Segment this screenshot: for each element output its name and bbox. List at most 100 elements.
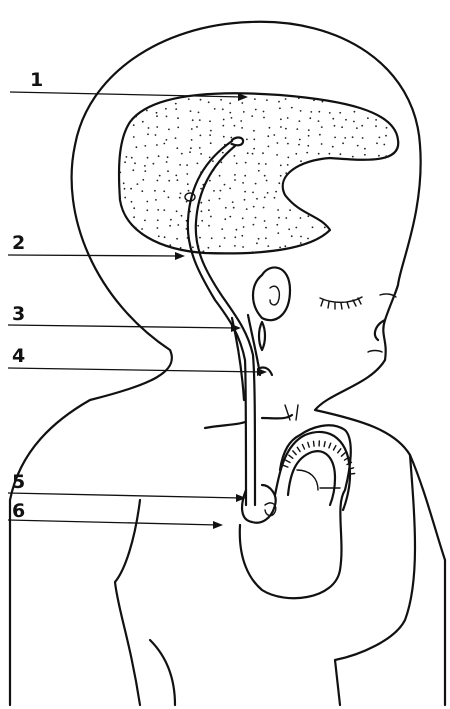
stipple-dot xyxy=(134,246,136,248)
stipple-dot xyxy=(146,209,148,211)
stipple-dot xyxy=(170,219,172,221)
stipple-dot xyxy=(264,197,266,199)
stipple-dot xyxy=(187,183,189,185)
stipple-dot xyxy=(163,209,165,211)
stipple-dot xyxy=(300,160,302,162)
stipple-dot xyxy=(308,172,310,174)
stipple-dot xyxy=(236,255,238,257)
stipple-dot xyxy=(234,174,236,176)
stipple-dot xyxy=(245,162,247,164)
lateral-ventricle xyxy=(119,93,398,253)
stipple-dot xyxy=(253,130,255,132)
stipple-dot xyxy=(125,112,127,114)
stipple-dot xyxy=(191,128,193,130)
stipple-dot xyxy=(166,139,168,141)
stipple-dot xyxy=(253,206,255,208)
stipple-dot xyxy=(299,120,301,122)
heart-outline xyxy=(240,425,351,598)
stipple-dot xyxy=(379,137,381,139)
stipple-dot xyxy=(375,253,377,255)
leader-lines xyxy=(8,92,267,529)
arch-tick xyxy=(302,445,304,450)
stipple-dot xyxy=(156,126,158,128)
stipple-dot xyxy=(136,111,138,113)
stipple-dot xyxy=(244,199,246,201)
stipple-dot xyxy=(176,147,178,149)
stipple-dot xyxy=(301,191,303,193)
stipple-dot xyxy=(365,246,367,248)
stipple-dot xyxy=(165,108,167,110)
stipple-dot xyxy=(287,164,289,166)
stipple-dot xyxy=(156,112,158,114)
stipple-dot xyxy=(268,146,270,148)
stipple-dot xyxy=(313,165,315,167)
stipple-dot xyxy=(313,183,315,185)
stipple-dot xyxy=(233,207,235,209)
stipple-dot xyxy=(234,179,236,181)
stipple-dot xyxy=(334,125,336,127)
stipple-dot xyxy=(154,190,156,192)
stipple-dot xyxy=(229,112,231,114)
stipple-dot xyxy=(344,137,346,139)
stipple-dot xyxy=(156,115,158,117)
stipple-dot xyxy=(189,151,191,153)
stipple-dot xyxy=(401,234,403,236)
stipple-dot xyxy=(224,237,226,239)
stipple-dot xyxy=(375,125,377,127)
stipple-dot xyxy=(288,251,290,253)
stipple-dot xyxy=(309,192,311,194)
stipple-dot xyxy=(166,116,168,118)
stipple-dot xyxy=(119,137,121,139)
stipple-dot xyxy=(263,111,265,113)
stipple-dot xyxy=(190,110,192,112)
stipple-dot xyxy=(220,99,222,101)
stipple-dot xyxy=(307,215,309,217)
stipple-dot xyxy=(164,236,166,238)
label-4: 4 xyxy=(12,345,25,367)
stipple-dot xyxy=(377,189,379,191)
stipple-dot xyxy=(295,153,297,155)
stipple-dot xyxy=(364,148,366,150)
stipple-dot xyxy=(188,98,190,100)
stipple-dot xyxy=(361,125,363,127)
stipple-dot xyxy=(387,200,389,202)
stipple-dot xyxy=(307,238,309,240)
stipple-dot xyxy=(378,238,380,240)
stipple-dot xyxy=(361,210,363,212)
stipple-dot xyxy=(224,184,226,186)
stipple-dot xyxy=(157,219,159,221)
ear-inner xyxy=(270,286,279,305)
arch-tick xyxy=(308,442,309,447)
stipple-dot xyxy=(352,179,354,181)
stipple-dot xyxy=(385,135,387,137)
stipple-dot xyxy=(143,244,145,246)
arch-tick xyxy=(289,455,293,458)
stipple-dot xyxy=(373,179,375,181)
stipple-dot xyxy=(253,148,255,150)
stipple-dot xyxy=(263,207,265,209)
stipple-dot xyxy=(295,227,297,229)
stipple-dot xyxy=(397,220,399,222)
stipple-dot xyxy=(307,202,309,204)
stipple-dot xyxy=(319,134,321,136)
stipple-dot xyxy=(200,153,202,155)
stipple-dot xyxy=(200,99,202,101)
label-2: 2 xyxy=(12,232,25,254)
stipple-dot xyxy=(234,155,236,157)
stipple-dot xyxy=(367,228,369,230)
stipple-dot xyxy=(278,182,280,184)
stipple-dot xyxy=(192,246,194,248)
stipple-dot xyxy=(394,108,396,110)
stipple-dot xyxy=(124,161,126,163)
stipple-dot xyxy=(279,107,281,109)
stipple-dot xyxy=(213,190,215,192)
stipple-dot xyxy=(324,227,326,229)
stipple-dot xyxy=(300,254,302,256)
ventricle-stipple xyxy=(119,97,402,257)
stipple-dot xyxy=(312,208,314,210)
stipple-dot xyxy=(155,100,157,102)
stipple-dot xyxy=(308,135,310,137)
stipple-dot xyxy=(208,225,210,227)
ventricular-catheter-tip xyxy=(232,138,243,146)
arch-tick xyxy=(293,451,296,455)
